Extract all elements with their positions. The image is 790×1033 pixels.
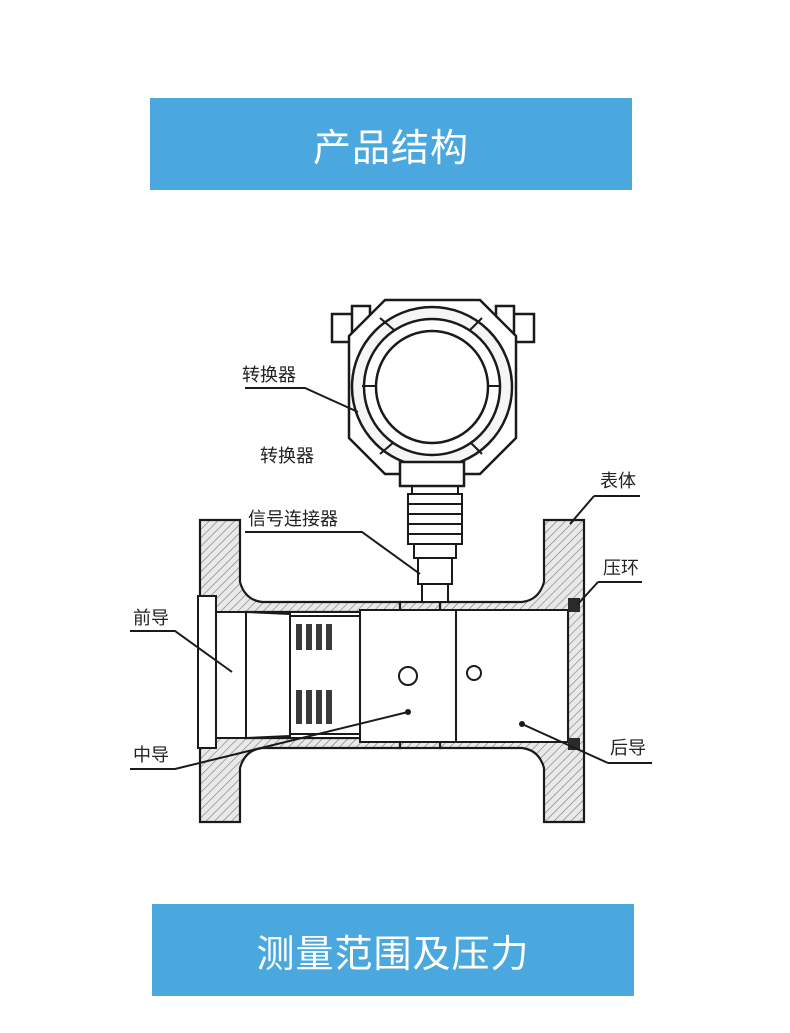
front-guide-part (197, 595, 361, 749)
rear-guide-part (455, 609, 569, 743)
label-converter: 转换器 (242, 365, 296, 386)
leader-dots (405, 709, 525, 727)
label-converter-repeat: 转换器 (260, 446, 314, 467)
label-body: 表体 (600, 471, 636, 492)
converter-head (330, 298, 536, 488)
leader-lines (130, 387, 652, 770)
middle-guide-part (359, 609, 457, 743)
converter-ribs (362, 317, 500, 455)
label-front-guide: 前导 (133, 608, 169, 629)
section-title-product-structure: 产品结构 (150, 98, 632, 190)
label-signal-connector: 信号连接器 (248, 509, 338, 530)
label-middle-guide: 中导 (133, 745, 169, 766)
label-pressure-ring: 压环 (603, 558, 639, 579)
label-rear-guide: 后导 (610, 738, 646, 759)
signal-connector-part (407, 485, 463, 603)
impeller-blades (296, 624, 332, 724)
section-title-measurement-range: 测量范围及压力 (152, 904, 634, 996)
